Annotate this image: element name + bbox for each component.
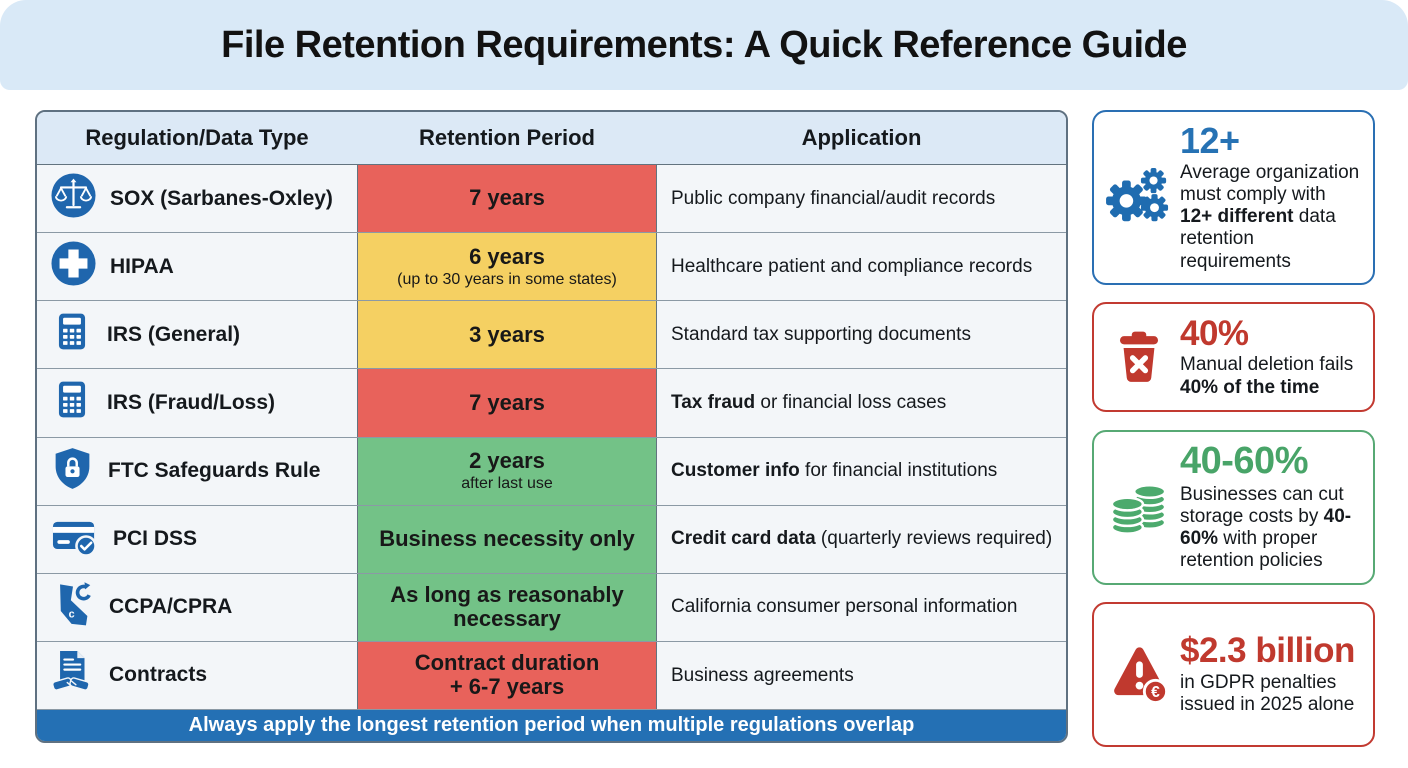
column-header-retention: Retention Period [418, 125, 595, 150]
application-cell: Credit card data (quarterly reviews requ… [657, 506, 1066, 573]
application-cell: Customer info for financial institutions [657, 438, 1066, 505]
application-text: (quarterly reviews required) [815, 528, 1053, 550]
retention-cell: Contract duration + 6-7 years [357, 641, 657, 709]
application-cell: Public company financial/audit records [657, 165, 1066, 232]
warning-euro-icon: € [1106, 643, 1172, 705]
retention-cell: 7 years [357, 165, 657, 233]
regulation-name: IRS (General) [107, 322, 241, 346]
medical-cross-icon [50, 240, 97, 293]
regulation-cell: c CCPA/CPRA [37, 574, 357, 641]
stat-text: in GDPR penalties issued in 2025 alone [1180, 671, 1355, 715]
regulation-name: PCI DSS [113, 527, 198, 551]
application-text: Public company financial/audit records [671, 187, 996, 209]
regulation-cell: HIPAA [37, 233, 357, 300]
application-text: California consumer personal information [671, 596, 1018, 618]
regulation-name: HIPAA [110, 254, 174, 278]
application-cell: California consumer personal information [657, 574, 1066, 641]
retention-period: Contract duration + 6-7 years [414, 649, 600, 700]
application-cell: Business agreements [657, 642, 1066, 709]
regulation-cell: FTC Safeguards Rule [37, 438, 357, 505]
application-bold: Credit card data [671, 528, 816, 550]
table-row: FTC Safeguards Rule 2 years after last u… [37, 437, 1066, 506]
stat-text: Manual deletion fails 40% of the time [1180, 354, 1354, 398]
calculator-icon [50, 376, 94, 429]
gears-icon [1106, 166, 1172, 228]
application-text: Healthcare patient and compliance record… [671, 255, 1033, 277]
application-text: Business agreements [671, 664, 854, 686]
stat-card-penalties: € $2.3 billion in GDPR penalties issued … [1092, 601, 1375, 747]
retention-cell: 2 years after last use [357, 437, 657, 505]
application-text: for financial institutions [799, 460, 998, 482]
application-bold: Tax fraud [671, 392, 756, 414]
credit-card-check-icon [50, 513, 100, 566]
stat-text: Businesses can cut storage costs by 40-6… [1180, 483, 1352, 572]
stat-value: $2.3 billion [1180, 630, 1355, 670]
table-footer-banner: Always apply the longest retention perio… [37, 710, 1066, 741]
stats-sidebar: 12+ Average organization must comply wit… [1092, 110, 1375, 747]
table-row: IRS (General) 3 years Standard tax suppo… [37, 301, 1066, 370]
contract-handshake-icon [50, 648, 96, 703]
application-cell: Healthcare patient and compliance record… [657, 233, 1066, 300]
stat-card-compliance: 12+ Average organization must comply wit… [1092, 110, 1375, 285]
california-refresh-icon: c [50, 580, 96, 635]
regulation-cell: PCI DSS [37, 506, 357, 573]
trash-x-icon [1106, 326, 1172, 388]
shield-lock-icon [50, 445, 95, 498]
application-cell: Standard tax supporting documents [657, 301, 1066, 368]
retention-table: Regulation/Data Type Retention Period Ap… [35, 110, 1068, 743]
regulation-cell: IRS (Fraud/Loss) [37, 369, 357, 436]
retention-note: (up to 30 years in some states) [397, 270, 617, 288]
balance-scale-icon [50, 172, 97, 225]
regulation-name: CCPA/CPRA [109, 595, 233, 619]
retention-period: 7 years [469, 185, 545, 211]
stat-value: 12+ [1180, 120, 1240, 161]
table-row: SOX (Sarbanes-Oxley) 7 years Public comp… [37, 165, 1066, 234]
application-cell: Tax fraud or financial loss cases [657, 369, 1066, 436]
svg-text:c: c [69, 608, 75, 620]
retention-note: after last use [461, 474, 553, 492]
retention-period: 6 years [469, 243, 545, 269]
regulation-name: FTC Safeguards Rule [108, 459, 321, 483]
table-row: HIPAA 6 years (up to 30 years in some st… [37, 233, 1066, 302]
retention-cell: Business necessity only [357, 505, 657, 573]
retention-period: As long as reasonably necessary [390, 581, 624, 632]
stat-text: Average organization must comply with 12… [1180, 161, 1360, 272]
regulation-name: Contracts [109, 663, 208, 687]
stat-value: 40-60% [1180, 439, 1308, 482]
coin-stacks-icon [1106, 476, 1172, 538]
retention-cell: 3 years [357, 301, 657, 369]
table-header-row: Regulation/Data Type Retention Period Ap… [37, 112, 1066, 165]
svg-text:€: € [1151, 684, 1160, 701]
page-title: File Retention Requirements: A Quick Ref… [221, 23, 1187, 66]
table-row: Contracts Contract duration + 6-7 years … [37, 641, 1066, 710]
stat-card-deletion: 40% Manual deletion fails 40% of the tim… [1092, 302, 1375, 413]
stat-card-storage: 40-60% Businesses can cut storage costs … [1092, 429, 1375, 585]
regulation-cell: Contracts [37, 642, 357, 709]
application-bold: Customer info [671, 460, 800, 482]
retention-cell: 6 years (up to 30 years in some states) [357, 233, 657, 301]
table-row: PCI DSS Business necessity only Credit c… [37, 505, 1066, 574]
header-band: File Retention Requirements: A Quick Ref… [0, 0, 1408, 90]
application-text: Standard tax supporting documents [671, 323, 971, 345]
column-header-application: Application [801, 125, 922, 150]
retention-period: 7 years [469, 389, 545, 415]
retention-cell: As long as reasonably necessary [357, 573, 657, 641]
table-row: c CCPA/CPRA As long as reasonably necess… [37, 573, 1066, 642]
regulation-name: IRS (Fraud/Loss) [107, 390, 276, 414]
regulation-name: SOX (Sarbanes-Oxley) [110, 186, 333, 210]
retention-period: Business necessity only [379, 525, 635, 551]
column-header-regulation: Regulation/Data Type [85, 125, 309, 150]
retention-period: 3 years [469, 321, 545, 347]
table-row: IRS (Fraud/Loss) 7 years Tax fraud or fi… [37, 369, 1066, 438]
stat-value: 40% [1180, 313, 1249, 353]
calculator-icon [50, 308, 94, 361]
regulation-cell: SOX (Sarbanes-Oxley) [37, 165, 357, 232]
application-text: or financial loss cases [755, 392, 947, 414]
regulation-cell: IRS (General) [37, 301, 357, 368]
retention-period: 2 years [469, 448, 545, 474]
footer-note: Always apply the longest retention perio… [188, 714, 915, 736]
retention-cell: 7 years [357, 369, 657, 437]
